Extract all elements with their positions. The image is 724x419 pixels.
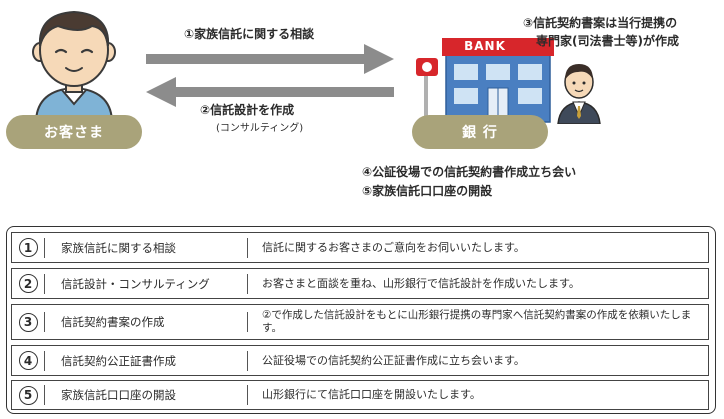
table-row: 2 信託設計・コンサルティング お客さまと面談を重ね、山形銀行で信託設計を作成い… bbox=[11, 268, 709, 299]
step-description: 信託に関するお客さまのご意向をお伺いいたします。 bbox=[262, 240, 525, 254]
left-arrow bbox=[146, 77, 394, 111]
step-number: 5 bbox=[18, 385, 38, 405]
divider bbox=[44, 385, 45, 405]
account-note: ⑤家族信託口口座の開設 bbox=[362, 184, 493, 198]
design-step-label: ②信託設計を作成 bbox=[200, 103, 295, 117]
step-number: 4 bbox=[18, 351, 38, 370]
table-row: 5 家族信託口口座の開設 山形銀行にて信託口口座を開設いたします。 bbox=[11, 380, 709, 410]
divider bbox=[44, 273, 45, 294]
expert-note-line2: 専門家(司法書士等)が作成 bbox=[536, 34, 679, 48]
step-number: 1 bbox=[18, 238, 38, 257]
right-arrow bbox=[146, 44, 394, 78]
table-row: 4 信託契約公正証書作成 公証役場での信託契約公正証書作成に立ち会います。 bbox=[11, 345, 709, 376]
bank-sign-text: BANK bbox=[464, 39, 506, 53]
divider bbox=[247, 237, 248, 258]
table-row: 1 家族信託に関する相談 信託に関するお客さまのご意向をお伺いいたします。 bbox=[11, 232, 709, 263]
expert-illustration bbox=[556, 58, 602, 125]
step-title: 信託設計・コンサルティング bbox=[61, 276, 210, 291]
divider bbox=[247, 350, 248, 371]
design-step-sublabel: (コンサルティング) bbox=[216, 123, 304, 134]
expert-note-line1: ③信託契約書案は当行提携の bbox=[523, 16, 678, 30]
notary-note: ④公証役場での信託契約書作成立ち会い bbox=[362, 165, 577, 179]
divider bbox=[247, 312, 248, 332]
table-row: 3 信託契約書案の作成 ②で作成した信託設計をもとに山形銀行提携の専門家へ信託契… bbox=[11, 304, 709, 340]
bank-label: 銀 行 bbox=[412, 115, 548, 149]
step-title: 信託契約公正証書作成 bbox=[61, 353, 176, 368]
divider bbox=[44, 350, 45, 371]
divider bbox=[44, 312, 45, 332]
step-description: 山形銀行にて信託口口座を開設いたします。 bbox=[262, 388, 481, 401]
bank-illustration bbox=[412, 28, 562, 124]
customer-label: お客さま bbox=[6, 115, 142, 149]
step-title: 家族信託に関する相談 bbox=[61, 240, 176, 255]
divider bbox=[247, 273, 248, 294]
step-description: 公証役場での信託契約公正証書作成に立ち会います。 bbox=[262, 353, 525, 367]
step-description: ②で作成した信託設計をもとに山形銀行提携の専門家へ信託契約書案の作成を依頼いたし… bbox=[262, 309, 692, 334]
step-title: 信託契約書案の作成 bbox=[61, 315, 165, 329]
step-number: 3 bbox=[18, 312, 38, 332]
consultation-step-label: ①家族信託に関する相談 bbox=[184, 27, 315, 41]
divider bbox=[247, 385, 248, 405]
divider bbox=[44, 237, 45, 258]
step-number: 2 bbox=[18, 274, 38, 293]
step-title: 家族信託口口座の開設 bbox=[61, 388, 176, 402]
customer-illustration bbox=[22, 4, 126, 121]
process-table bbox=[6, 226, 716, 414]
step-description: お客さまと面談を重ね、山形銀行で信託設計を作成いたします。 bbox=[262, 276, 580, 290]
